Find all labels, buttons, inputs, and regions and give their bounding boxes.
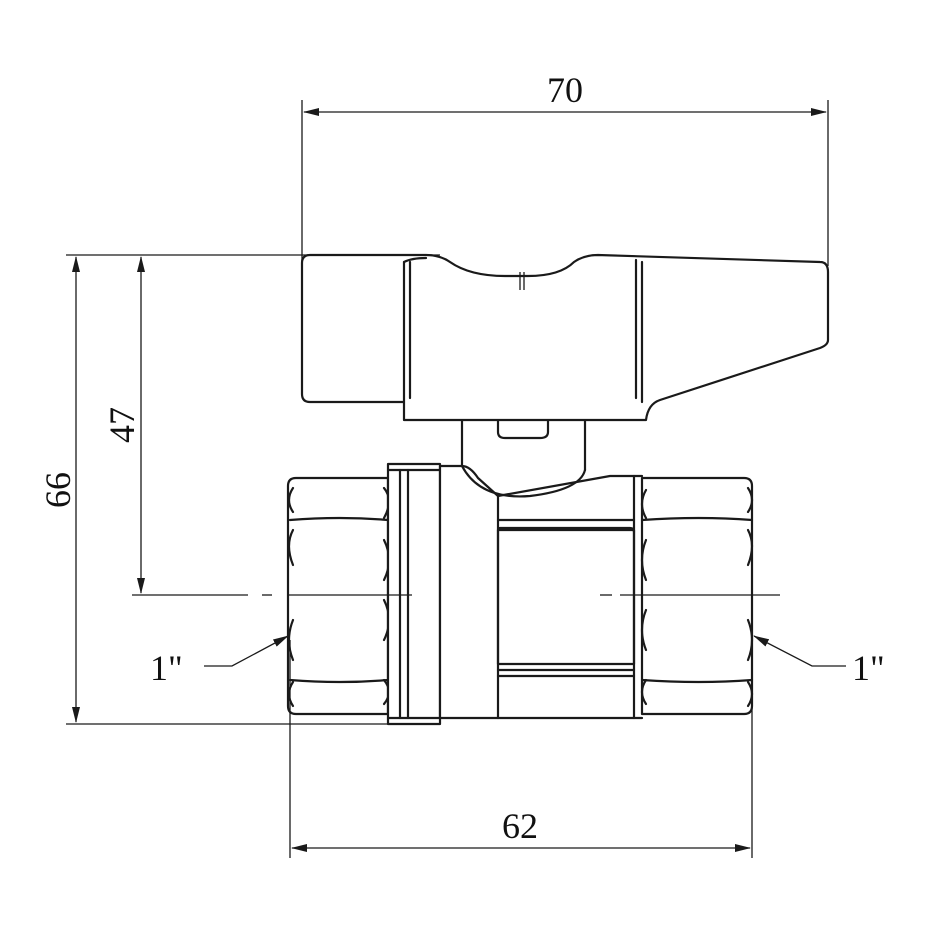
- dim-label-47: 47: [102, 407, 142, 443]
- right-hex-end: [640, 476, 754, 716]
- dim-total-height: 66: [38, 254, 440, 725]
- dim-label-66: 66: [38, 472, 78, 508]
- thread-label-left: 1": [150, 648, 183, 688]
- left-hex-end: [286, 476, 391, 716]
- valve-body: [286, 418, 754, 726]
- dim-label-62: 62: [502, 806, 538, 846]
- dim-label-70: 70: [547, 70, 583, 110]
- t-handle: [300, 253, 830, 422]
- dim-axis-height: 47: [102, 256, 145, 594]
- dim-handle-width: 70: [301, 70, 829, 266]
- valve-stem: [460, 418, 587, 472]
- thread-label-right: 1": [852, 648, 885, 688]
- union-ring: [386, 462, 442, 726]
- thread-callout-right: 1": [753, 635, 885, 688]
- central-body: [438, 464, 644, 720]
- thread-callout-left: 1": [150, 635, 289, 688]
- dim-body-length: 62: [289, 640, 753, 858]
